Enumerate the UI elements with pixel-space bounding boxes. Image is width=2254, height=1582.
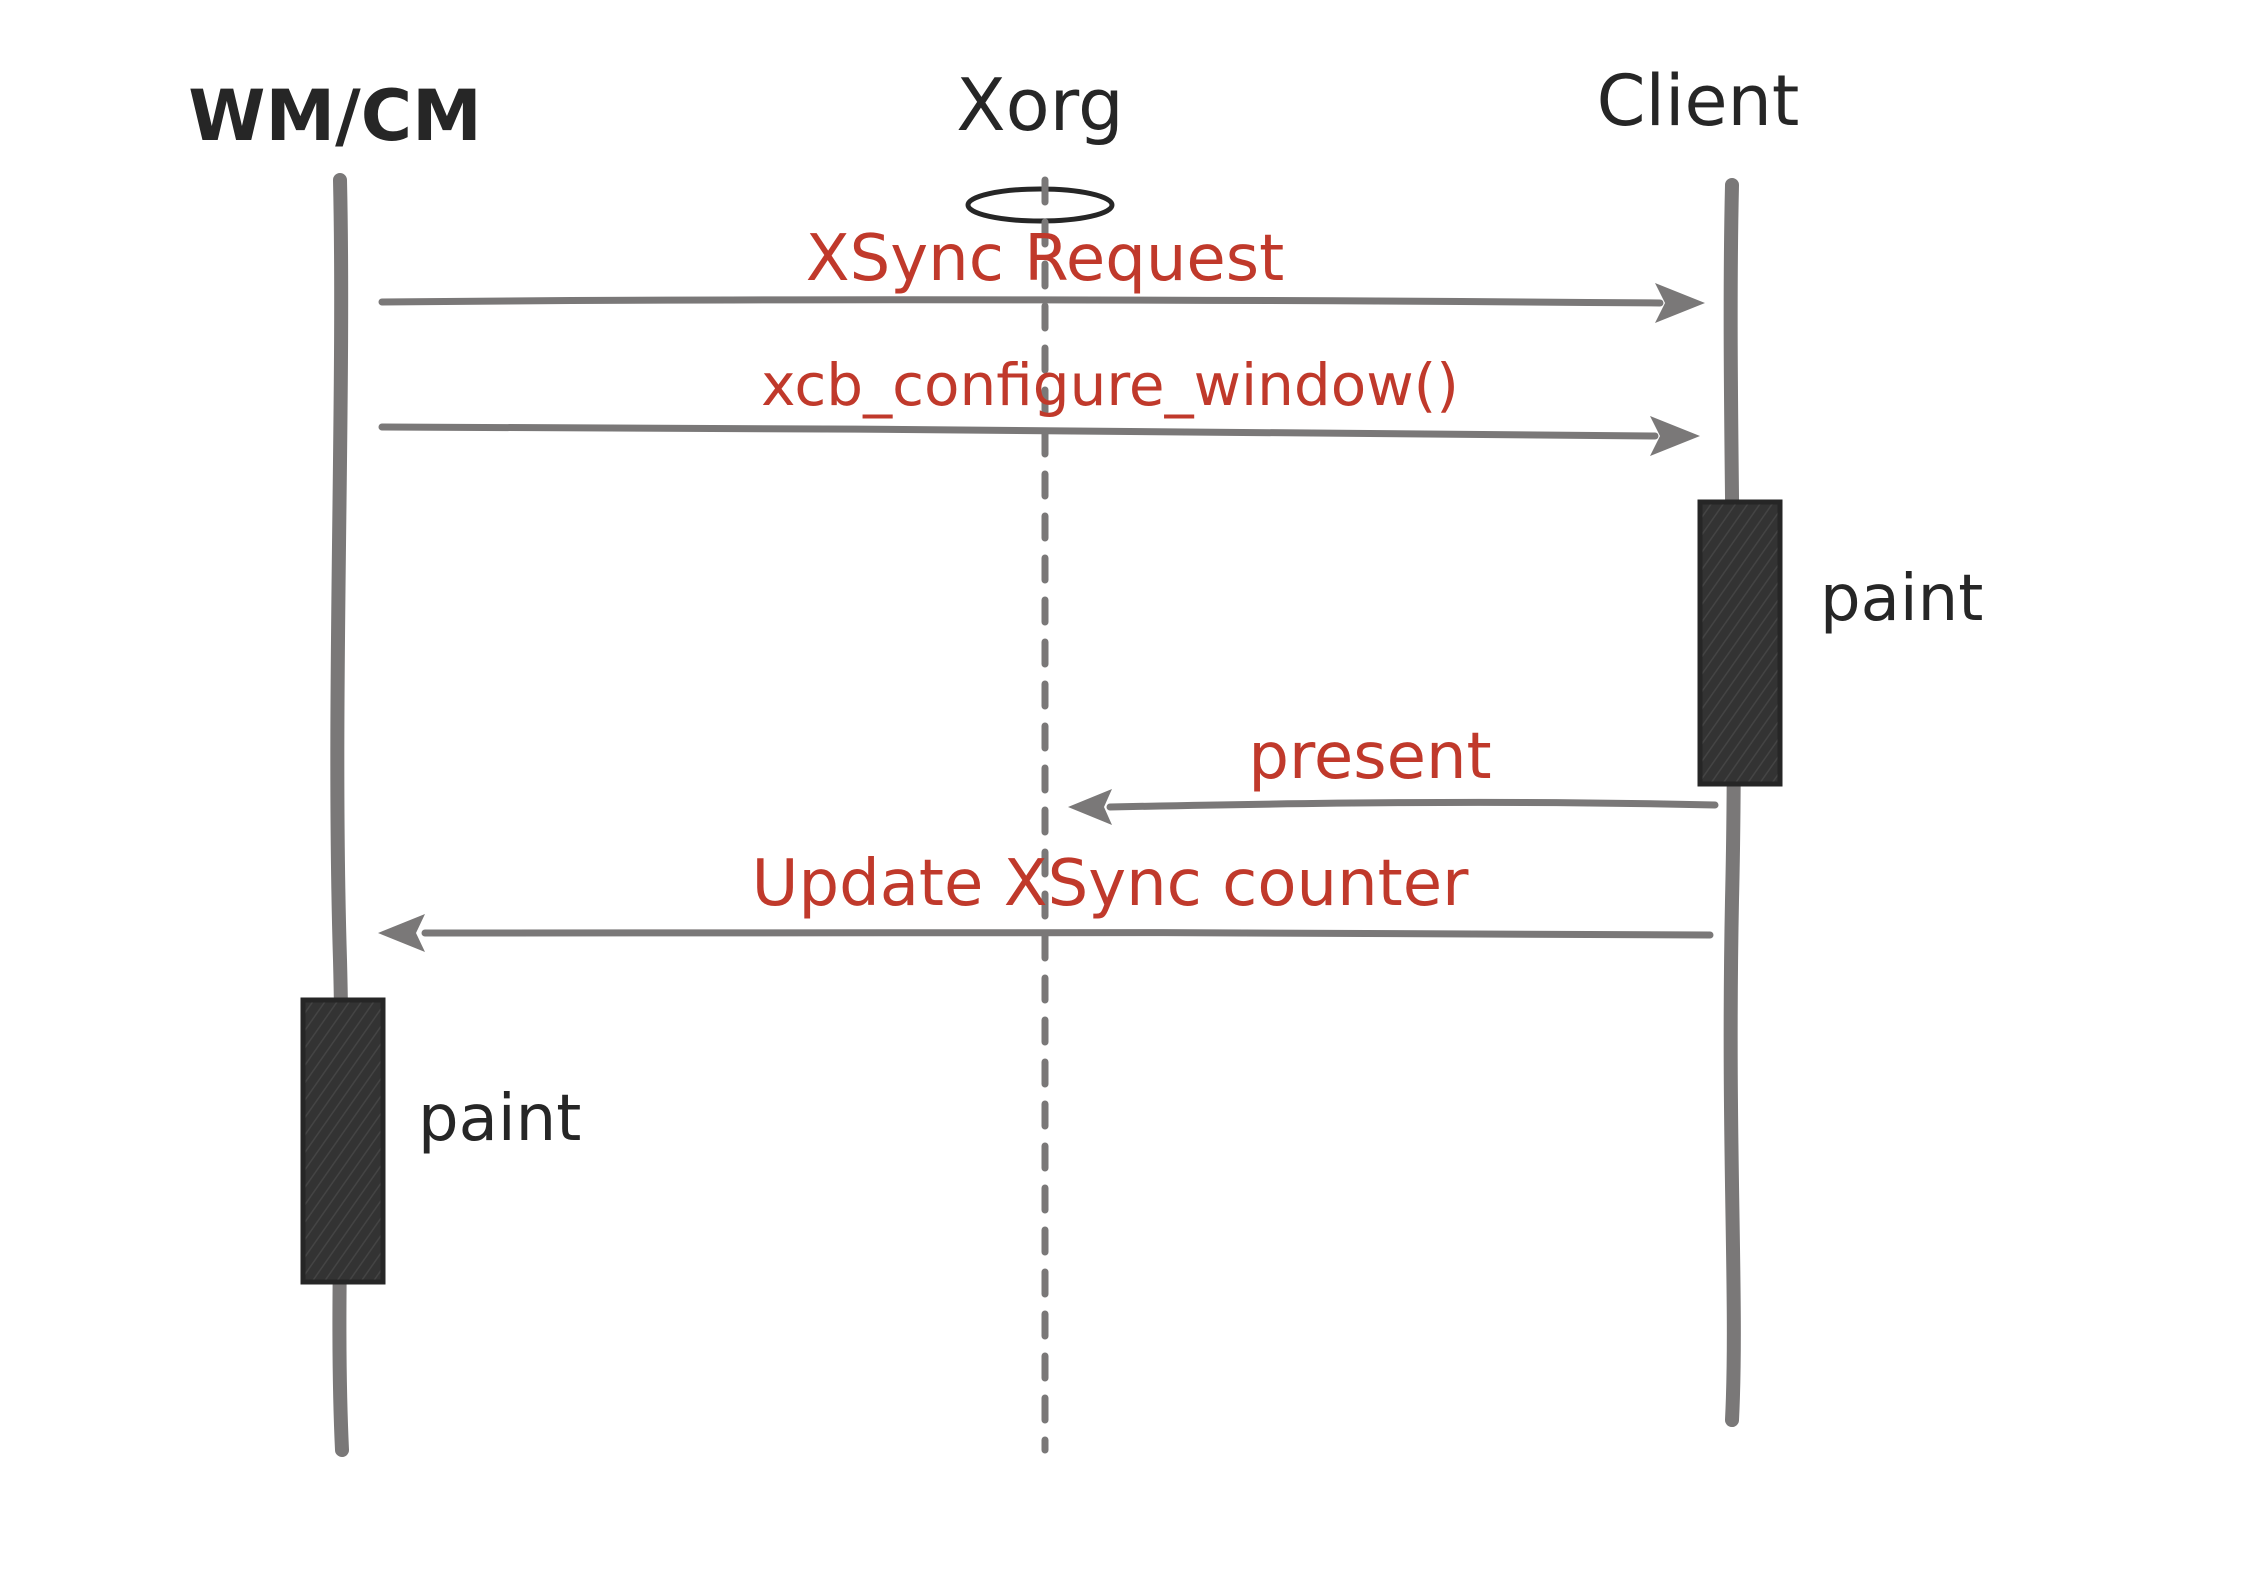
message-present-arrowhead (1068, 789, 1112, 825)
activation-client-paint-label: paint (1820, 562, 1983, 636)
message-configure-window-arrow (378, 423, 1659, 440)
lifeline-wm (330, 173, 349, 1457)
activation-client-paint (1697, 499, 1783, 787)
xorg-underline-loop (965, 186, 1115, 224)
message-configure-window-arrowhead (1650, 416, 1700, 456)
message-present-label: present (1248, 720, 1491, 794)
message-configure-window-label: xcb_configure_window() (761, 351, 1459, 419)
message-update-counter-arrowhead (378, 914, 425, 952)
activation-wm-paint (300, 997, 386, 1285)
participant-xorg-label: Xorg (956, 63, 1123, 147)
message-xsync-request-label: XSync Request (806, 222, 1284, 296)
activation-wm-paint-label: paint (418, 1082, 581, 1156)
message-xsync-request-arrowhead (1655, 283, 1705, 323)
message-update-counter-label: Update XSync counter (752, 847, 1470, 921)
lifeline-client (1723, 178, 1741, 1427)
message-update-counter-arrow (421, 928, 1714, 939)
message-present-arrow (1106, 798, 1719, 811)
participant-client-label: Client (1597, 60, 1800, 142)
message-xsync-request-arrow (378, 296, 1664, 307)
participant-wm-label: WM/CM (188, 75, 481, 157)
